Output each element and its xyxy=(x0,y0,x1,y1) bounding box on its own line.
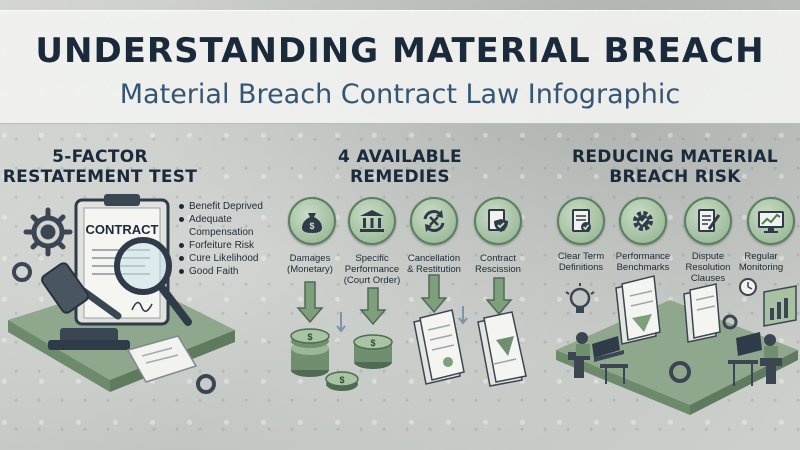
section-title-test: 5-FACTOR RESTATEMENT TEST xyxy=(2,147,198,187)
coin-icon: $ xyxy=(325,371,359,391)
svg-text:$: $ xyxy=(370,338,375,348)
gear-check-icon xyxy=(619,197,667,245)
money-bag-icon: $ xyxy=(288,197,336,245)
risk-label-regular-monitoring: Regular Monitoring xyxy=(738,251,784,273)
remedy-label-cancellation: Cancellation & Restitution xyxy=(407,253,461,275)
title-banner xyxy=(0,10,800,124)
page-subtitle: Material Breach Contract Law Infographic xyxy=(119,79,681,110)
list-item: Forfeiture Risk xyxy=(178,239,263,252)
svg-text:$: $ xyxy=(307,332,312,342)
dashboard-chart-icon xyxy=(763,285,797,327)
clock-icon xyxy=(739,278,757,296)
section-title-remedies: 4 AVAILABLE REMEDIES xyxy=(338,147,462,187)
down-arrow-icon xyxy=(296,274,513,326)
list-item: Good Faith xyxy=(178,265,263,278)
shield-document-icon xyxy=(474,197,522,245)
document-stack-icon xyxy=(413,309,465,385)
cancel-cycle-icon xyxy=(410,197,458,245)
list-item: Benefit Deprived xyxy=(178,200,263,213)
document-stack-icon xyxy=(477,311,527,387)
magnifying-glass-icon xyxy=(114,237,192,326)
small-gear-icon xyxy=(196,374,216,394)
small-gear-icon xyxy=(12,262,32,282)
gavel-icon xyxy=(41,262,130,350)
risk-label-performance-benchmarks: Performance Benchmarks xyxy=(615,251,671,273)
factor-list: Benefit Deprived Adequate Compensation F… xyxy=(178,200,263,278)
svg-text:$: $ xyxy=(339,375,344,385)
gear-icon xyxy=(669,361,691,383)
remedy-label-specific-performance: Specific Performance (Court Order) xyxy=(343,253,401,286)
risk-label-dispute-resolution: Dispute Resolution Clauses xyxy=(685,251,731,284)
contract-label: CONTRACT xyxy=(86,222,159,237)
checklist-document-icon xyxy=(557,197,605,245)
risk-label-clear-terms: Clear Term Definitions xyxy=(557,251,605,273)
worker-figure-left xyxy=(568,332,628,384)
remedy-label-damages: Damages (Monetary) xyxy=(287,253,333,275)
monitor-chart-icon xyxy=(747,197,795,245)
document-icon xyxy=(126,335,198,383)
worker-figure-right xyxy=(728,332,782,386)
remedy-label-rescission: Contract Rescission xyxy=(475,253,521,275)
coin-stack-icon: $ xyxy=(353,334,393,369)
small-arrow-icon xyxy=(336,306,468,333)
document-stack-icon xyxy=(683,283,721,343)
lightbulb-icon xyxy=(565,283,595,313)
list-item: Adequate xyxy=(178,213,263,226)
document-pen-icon xyxy=(684,197,732,245)
courthouse-icon xyxy=(348,197,396,245)
document-stack-icon xyxy=(615,275,661,345)
coin-stack-icon: $ xyxy=(290,328,330,377)
svg-text:$: $ xyxy=(309,221,314,231)
list-item: Compensation xyxy=(189,227,254,238)
page-title: UNDERSTANDING MATERIAL BREACH xyxy=(35,31,765,71)
section-title-risk: REDUCING MATERIAL BREACH RISK xyxy=(572,147,778,187)
list-item: Cure Likelihood xyxy=(178,252,263,265)
gear-icon xyxy=(722,314,738,330)
